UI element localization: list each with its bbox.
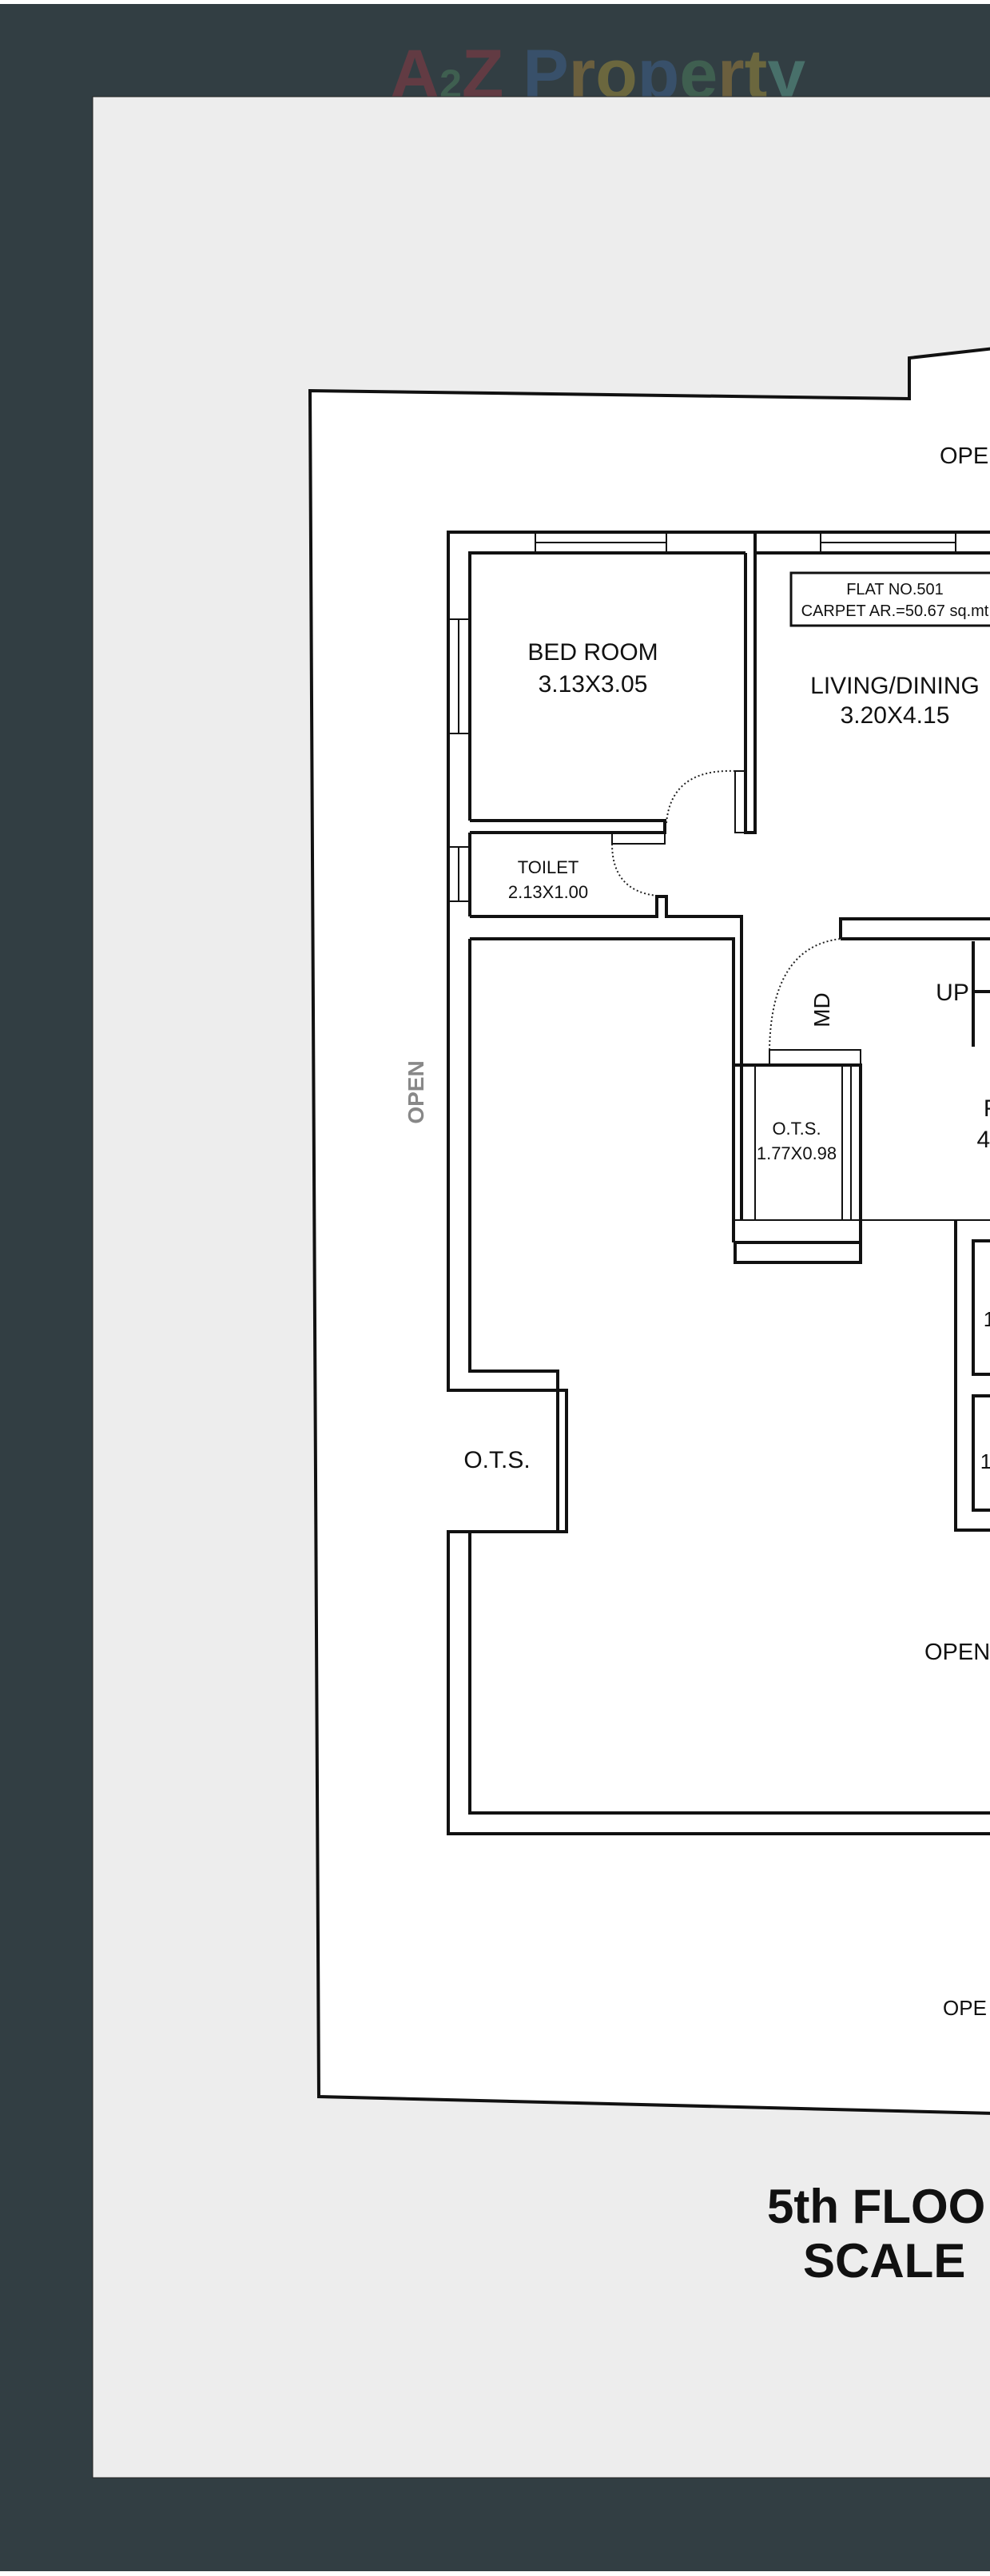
toilet-size: 2.13X1.00 [508, 882, 588, 902]
ots-left-name: O.T.S. [463, 1447, 530, 1473]
living-name: LIVING/DINING [810, 673, 980, 699]
living-size: 3.20X4.15 [841, 702, 950, 729]
carpet-area: CARPET AR.=50.67 sq.mt [801, 602, 989, 620]
ots-center-name: O.T.S. [772, 1119, 821, 1139]
main-door-label: MD [809, 992, 834, 1028]
ots-center-size: 1.77X0.98 [757, 1143, 837, 1163]
partial-room-size: 4. [976, 1127, 990, 1153]
stairs-up-label: UP [936, 980, 969, 1006]
bedroom-size: 3.13X3.05 [539, 671, 648, 698]
toilet-name: TOILET [518, 857, 579, 877]
flat-number: FLAT NO.501 [846, 581, 944, 598]
flat-walls [447, 531, 990, 1835]
flat-label-box [789, 571, 990, 627]
bedroom-name: BED ROOM [527, 639, 658, 666]
site-boundary [308, 347, 990, 2115]
open-inner-label: OPEN [924, 1640, 990, 1665]
plan-scale: SCALE [803, 2234, 965, 2288]
open-left-label: OPEN [404, 1060, 428, 1123]
partial-right-2: 1 [980, 1449, 990, 1473]
partial-right-1: 1 [984, 1307, 990, 1331]
top-edge [0, 0, 990, 4]
open-top-label: OPE [940, 443, 988, 469]
bottom-edge [0, 2571, 990, 2576]
partial-room-name: F [984, 1095, 990, 1122]
plan-title: 5th FLOO [767, 2180, 985, 2233]
open-bottom-label: OPE [943, 1996, 987, 2020]
